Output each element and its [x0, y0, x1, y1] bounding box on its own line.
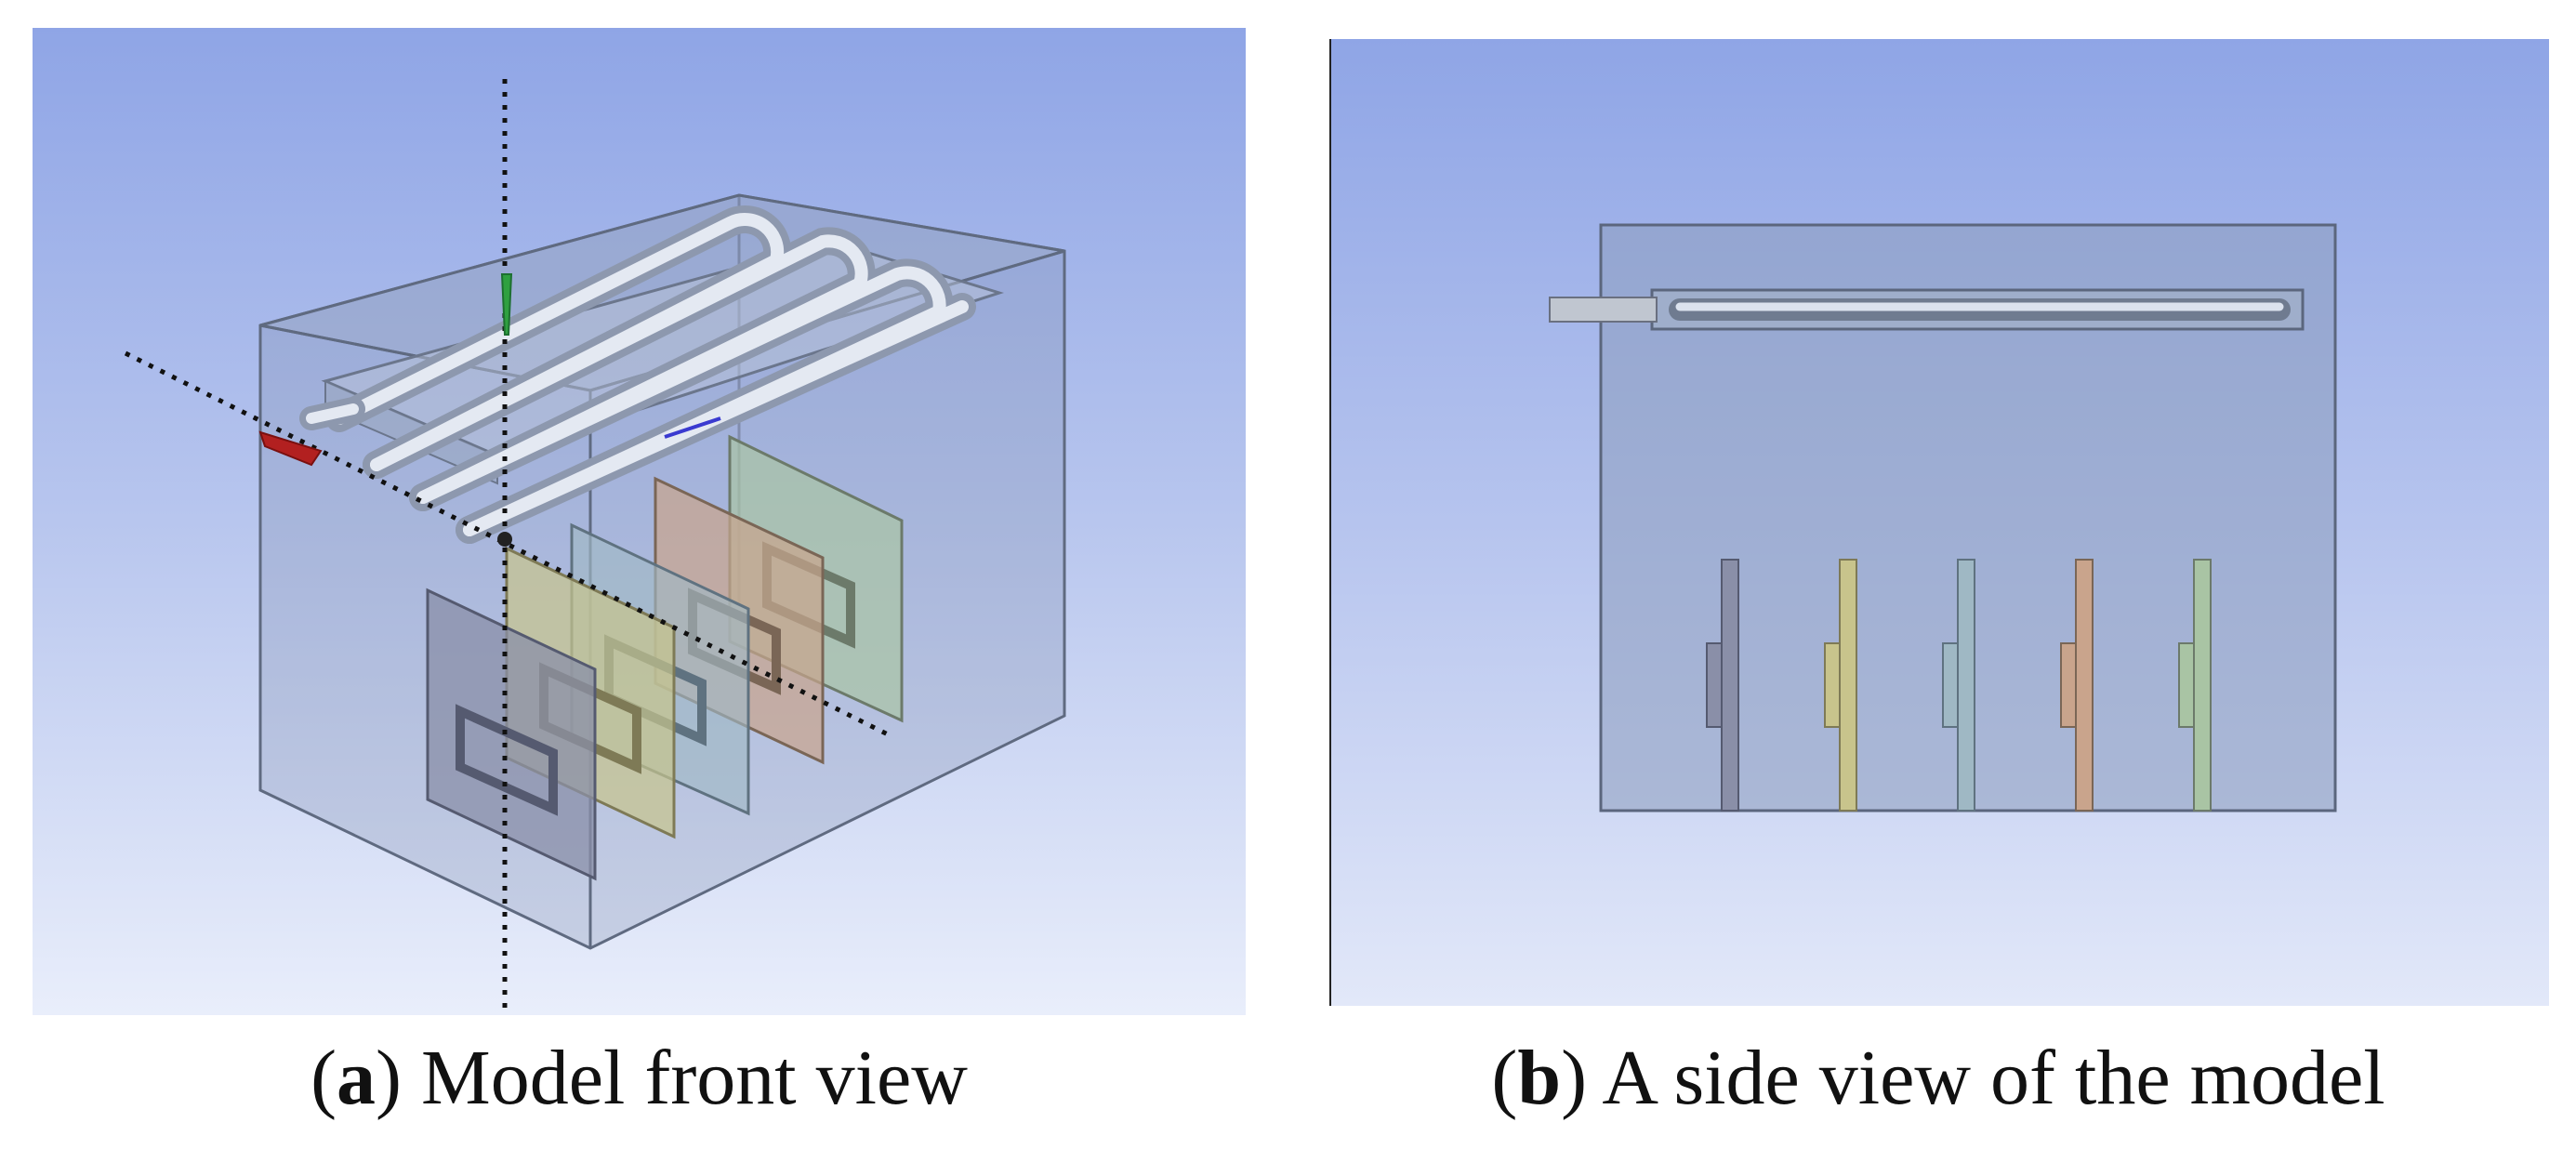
- x-axis-arrow-icon: [258, 430, 323, 467]
- coordinate-axes: [124, 79, 890, 1009]
- caption-b-close: ): [1561, 1035, 1588, 1121]
- caption-model-front-view: (a) Model front view: [33, 1027, 1246, 1129]
- caption-side-view: (b) A side view of the model: [1329, 1027, 2547, 1129]
- caption-a-letter: a: [337, 1035, 376, 1121]
- y-axis-arrow-icon: [500, 273, 513, 336]
- caption-b-letter: b: [1517, 1035, 1562, 1121]
- model-front-view-panel: [33, 28, 1246, 1015]
- plate-green-side: [2178, 559, 2212, 812]
- side-view-panel: [1329, 39, 2549, 1006]
- plate-yellow-side: [1824, 559, 1857, 812]
- isometric-model-drawing: [124, 79, 1066, 1009]
- plate-blue-side: [1942, 559, 1975, 812]
- caption-b-text: A side view of the model: [1587, 1035, 2385, 1121]
- caption-a-close: ): [376, 1035, 403, 1121]
- caption-b-open: (: [1491, 1035, 1518, 1121]
- z-axis-arrow-icon: [664, 416, 721, 439]
- caption-a-text: Model front view: [402, 1035, 968, 1121]
- plate-orange-side: [2060, 559, 2094, 812]
- plate-gray: [426, 588, 597, 881]
- side-view-drawing: [1549, 223, 2337, 812]
- plate-gray-side: [1706, 559, 1739, 812]
- caption-a-open: (: [310, 1035, 337, 1121]
- pipe-side: [1549, 288, 2305, 331]
